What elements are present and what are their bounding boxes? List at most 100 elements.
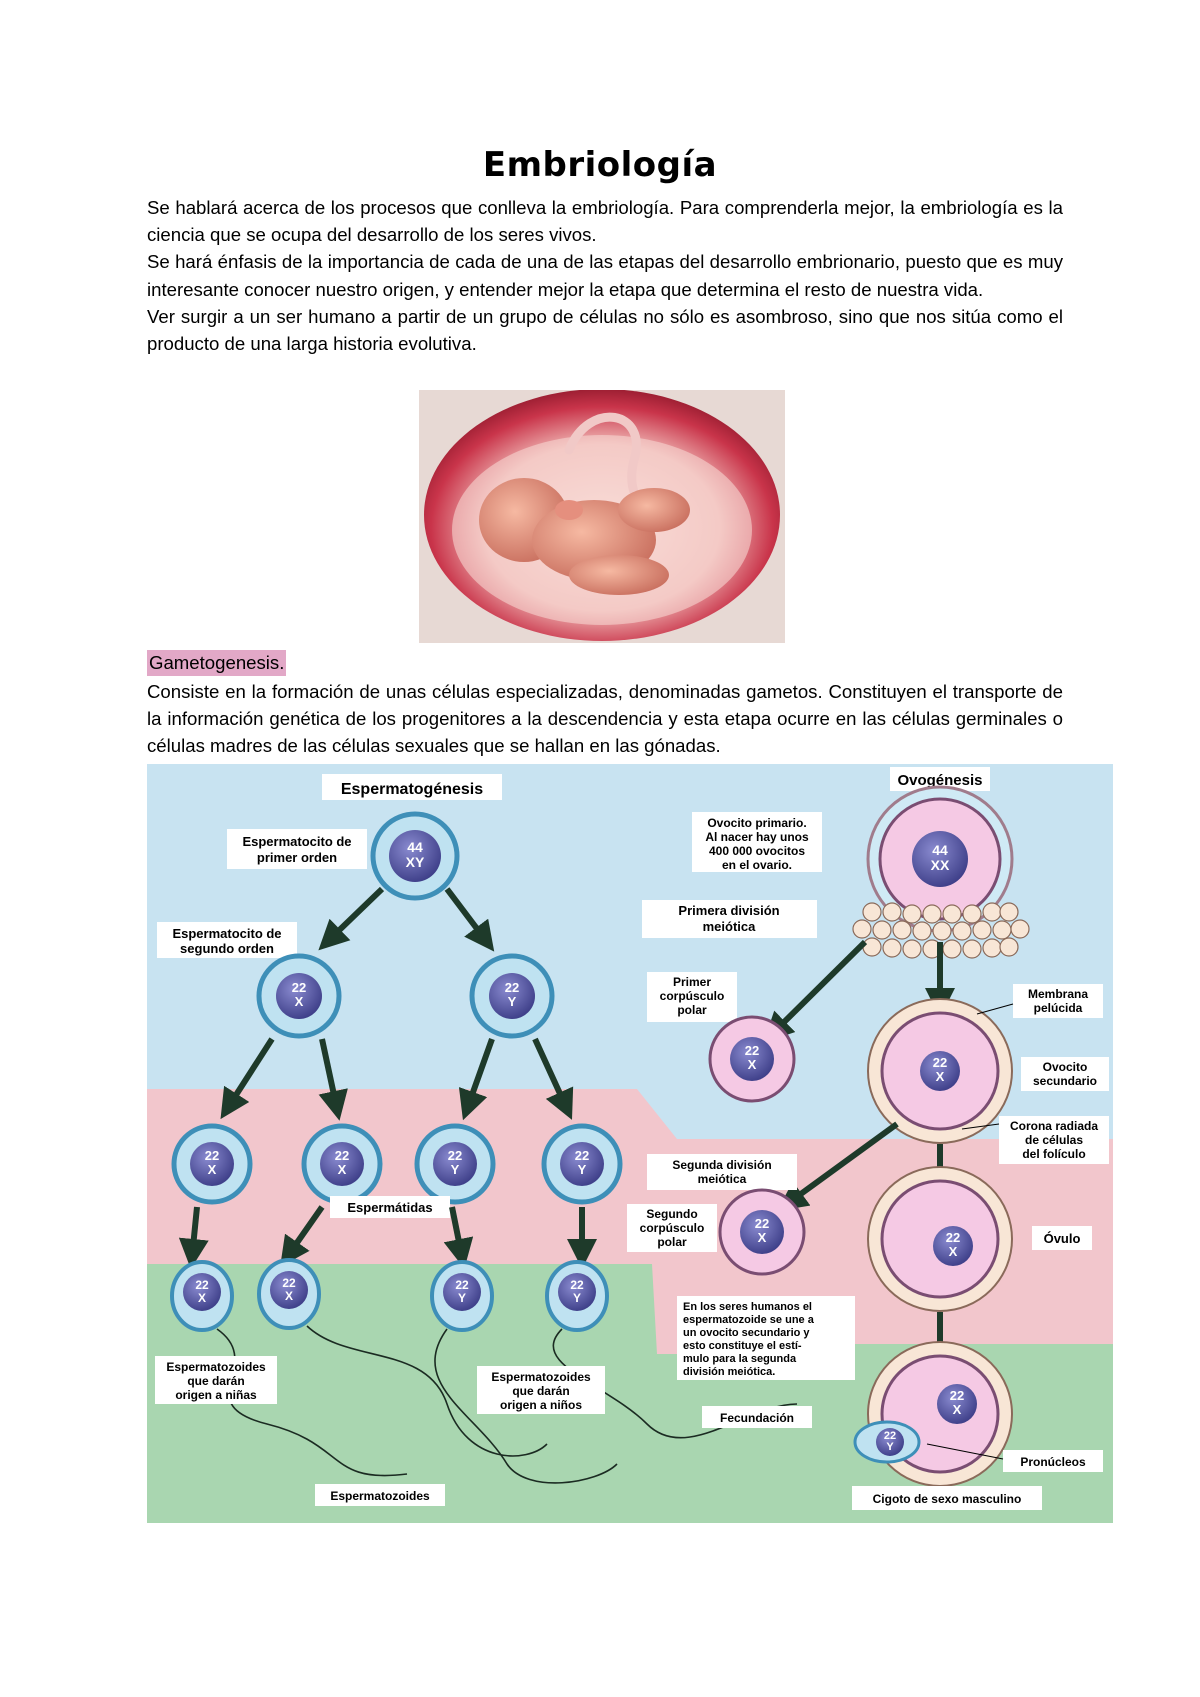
svg-text:en el ovario.: en el ovario.	[722, 858, 792, 872]
svg-text:meiótica: meiótica	[698, 1172, 747, 1186]
svg-text:del folículo: del folículo	[1022, 1147, 1085, 1161]
svg-text:22: 22	[205, 1148, 219, 1163]
svg-text:Al nacer hay unos: Al nacer hay unos	[705, 830, 809, 844]
svg-text:Y: Y	[458, 1291, 466, 1305]
intro-paragraph: Se hará énfasis de la importancia de cad…	[147, 251, 1063, 300]
secondary-spermatocyte-x: 22 X	[256, 953, 342, 1039]
svg-text:22: 22	[745, 1043, 759, 1058]
section-paragraph: Consiste en la formación de unas células…	[147, 681, 1063, 757]
label-pronuclei: Pronúcleos	[1020, 1455, 1086, 1469]
svg-text:Y: Y	[573, 1291, 581, 1305]
primary-spermatocyte: 44 XY	[370, 811, 460, 901]
svg-text:X: X	[953, 1402, 962, 1417]
spermatid: 22 X	[301, 1123, 383, 1205]
svg-text:esto constituye el estí-: esto constituye el estí-	[683, 1340, 802, 1352]
svg-text:origen a niñas: origen a niñas	[175, 1388, 257, 1402]
svg-text:que darán: que darán	[512, 1384, 569, 1398]
label-sperm: Espermatozoides	[330, 1489, 430, 1503]
svg-text:XX: XX	[931, 857, 950, 873]
label-zona: Membrana	[1028, 987, 1088, 1001]
svg-text:22: 22	[505, 980, 519, 995]
secondary-oocyte: 22 X	[867, 998, 1013, 1144]
spermatid: 22 X	[171, 1123, 253, 1205]
svg-text:secundario: secundario	[1033, 1074, 1097, 1088]
svg-text:22: 22	[195, 1278, 209, 1292]
spermatogenesis-title: Espermatogénesis	[341, 781, 483, 798]
sperm-cell: 22 X	[257, 1258, 321, 1330]
svg-text:22: 22	[933, 1055, 947, 1070]
svg-text:22: 22	[455, 1278, 469, 1292]
label-primary-oocyte: Ovocito primario.	[707, 816, 806, 830]
sperm-cell: 22 Y	[545, 1260, 609, 1332]
page-title: Embriología	[482, 145, 718, 185]
svg-text:X: X	[295, 994, 304, 1009]
note-text: En los seres humanos el	[683, 1301, 812, 1313]
label-first-division: Primera división	[678, 903, 779, 918]
svg-text:primer orden: primer orden	[257, 850, 337, 865]
label-sperm-boys: Espermatozoides	[491, 1370, 591, 1384]
svg-text:división meiótica.: división meiótica.	[683, 1366, 775, 1378]
svg-text:X: X	[949, 1244, 958, 1259]
secondary-spermatocyte-y: 22 Y	[469, 953, 555, 1039]
sperm-cell: 22 Y	[430, 1260, 494, 1332]
svg-text:X: X	[936, 1069, 945, 1084]
label-secondary-spermatocyte: Espermatocito de	[172, 926, 281, 941]
svg-text:22: 22	[946, 1230, 960, 1245]
svg-text:22: 22	[575, 1148, 589, 1163]
svg-text:Y: Y	[886, 1441, 894, 1453]
svg-text:segundo orden: segundo orden	[180, 941, 274, 956]
svg-text:corpúsculo: corpúsculo	[640, 1221, 705, 1235]
follicle-cells	[852, 902, 1030, 959]
svg-text:espermatozoide se une a: espermatozoide se une a	[683, 1314, 815, 1326]
svg-text:22: 22	[282, 1276, 296, 1290]
gametogenesis-diagram: Espermatogénesis Ovogénesis 44 XY Esperm…	[147, 764, 1113, 1523]
ovum: 22 X	[867, 1166, 1013, 1312]
svg-text:44: 44	[407, 839, 423, 855]
label-second-polar: Segundo	[646, 1207, 697, 1221]
section-heading: Gametogenesis.	[147, 650, 287, 676]
intro-text: Se hablará acerca de los procesos que co…	[147, 194, 1063, 357]
svg-text:22: 22	[755, 1216, 769, 1231]
svg-text:X: X	[748, 1057, 757, 1072]
svg-text:X: X	[285, 1289, 293, 1303]
first-polar-body: 22 X	[708, 1015, 796, 1103]
svg-text:Y: Y	[451, 1162, 460, 1177]
svg-text:meiótica: meiótica	[703, 919, 757, 934]
label-fertilization: Fecundación	[720, 1411, 794, 1425]
second-polar-body: 22 X	[718, 1188, 806, 1276]
label-ovum: Óvulo	[1044, 1231, 1081, 1246]
label-primary-spermatocyte: Espermatocito de	[242, 834, 351, 849]
fetus-photo	[419, 390, 785, 643]
intro-paragraph: Se hablará acerca de los procesos que co…	[147, 197, 1063, 246]
svg-text:que darán: que darán	[187, 1374, 244, 1388]
svg-text:X: X	[198, 1291, 206, 1305]
svg-text:Y: Y	[578, 1162, 587, 1177]
svg-text:22: 22	[950, 1388, 964, 1403]
svg-text:XY: XY	[406, 854, 425, 870]
label-secondary-oocyte: Ovocito	[1043, 1060, 1088, 1074]
svg-text:400 000 ovocitos: 400 000 ovocitos	[709, 844, 805, 858]
svg-text:X: X	[338, 1162, 347, 1177]
svg-text:22: 22	[335, 1148, 349, 1163]
svg-text:mulo para la segunda: mulo para la segunda	[683, 1353, 797, 1365]
svg-text:22: 22	[448, 1148, 462, 1163]
label-first-polar: Primer	[673, 975, 711, 989]
svg-text:22: 22	[292, 980, 306, 995]
svg-text:origen a niños: origen a niños	[500, 1398, 582, 1412]
svg-text:Y: Y	[508, 994, 517, 1009]
spermatid: 22 Y	[541, 1123, 623, 1205]
sperm-cell: 22 X	[170, 1260, 234, 1332]
svg-text:44: 44	[932, 842, 948, 858]
label-sperm-girls: Espermatozoides	[166, 1360, 266, 1374]
oogenesis-title: Ovogénesis	[897, 772, 982, 789]
svg-text:un ovocito secundario y: un ovocito secundario y	[683, 1327, 810, 1339]
svg-text:polar: polar	[657, 1235, 687, 1249]
label-corona: Corona radiada	[1010, 1119, 1098, 1133]
svg-text:22: 22	[570, 1278, 584, 1292]
label-second-division: Segunda división	[672, 1158, 771, 1172]
svg-text:22: 22	[884, 1430, 896, 1442]
svg-text:pelúcida: pelúcida	[1034, 1001, 1083, 1015]
svg-text:X: X	[208, 1162, 217, 1177]
svg-text:corpúsculo: corpúsculo	[660, 989, 725, 1003]
